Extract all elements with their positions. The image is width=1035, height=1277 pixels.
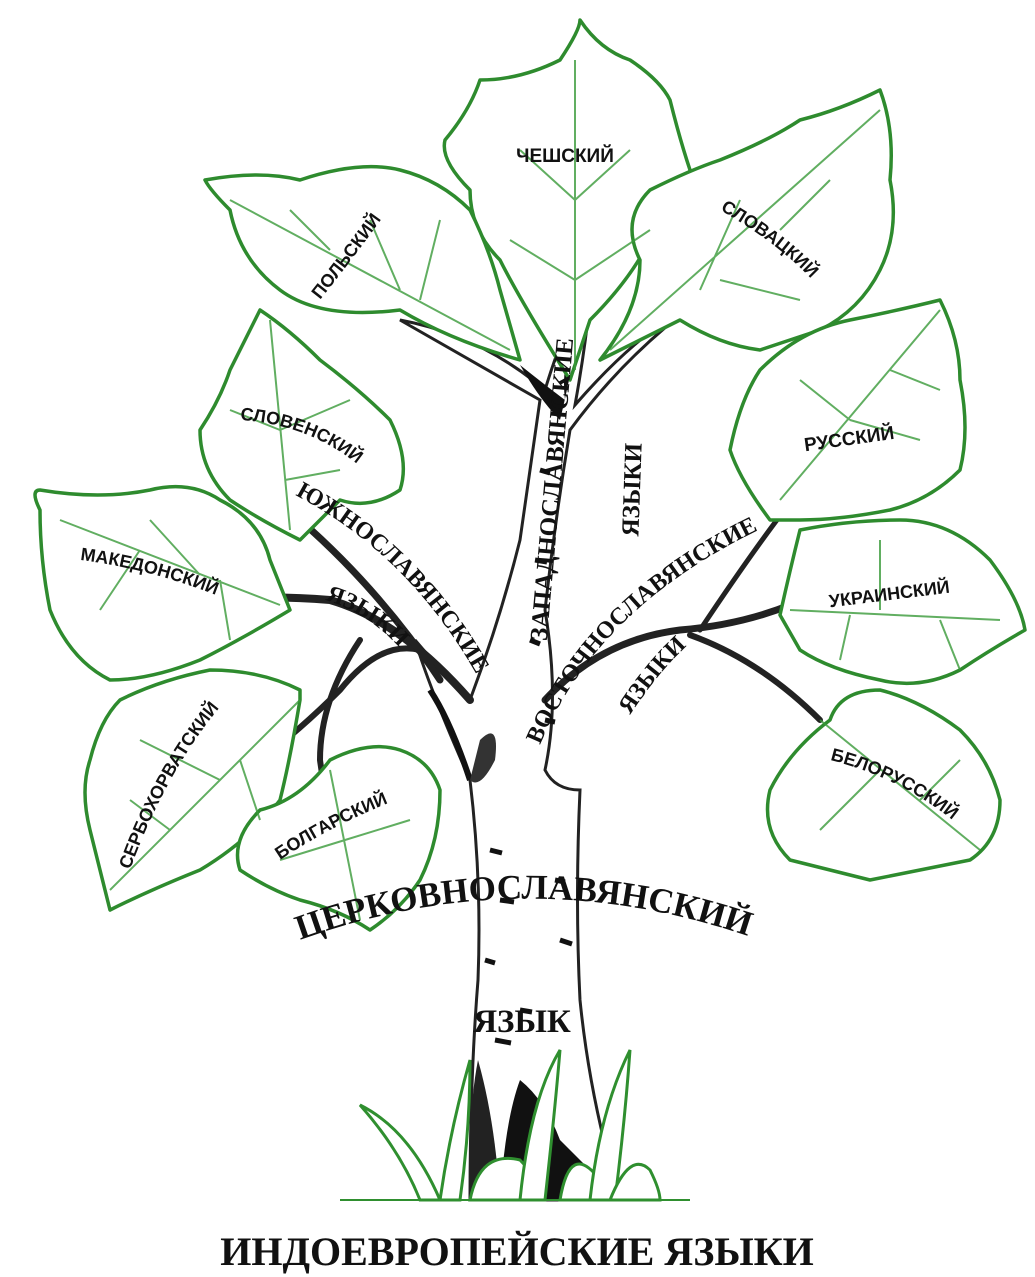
leaf-belarusian [768, 690, 1001, 880]
label-root-line2: ЯЗЫК [473, 1004, 571, 1040]
diagram-title: ИНДОЕВРОПЕЙСКИЕ ЯЗЫКИ [220, 1229, 814, 1274]
label-west-line2: ЯЗЫКИ [617, 442, 647, 537]
label-czech: ЧЕШСКИЙ [516, 145, 614, 167]
